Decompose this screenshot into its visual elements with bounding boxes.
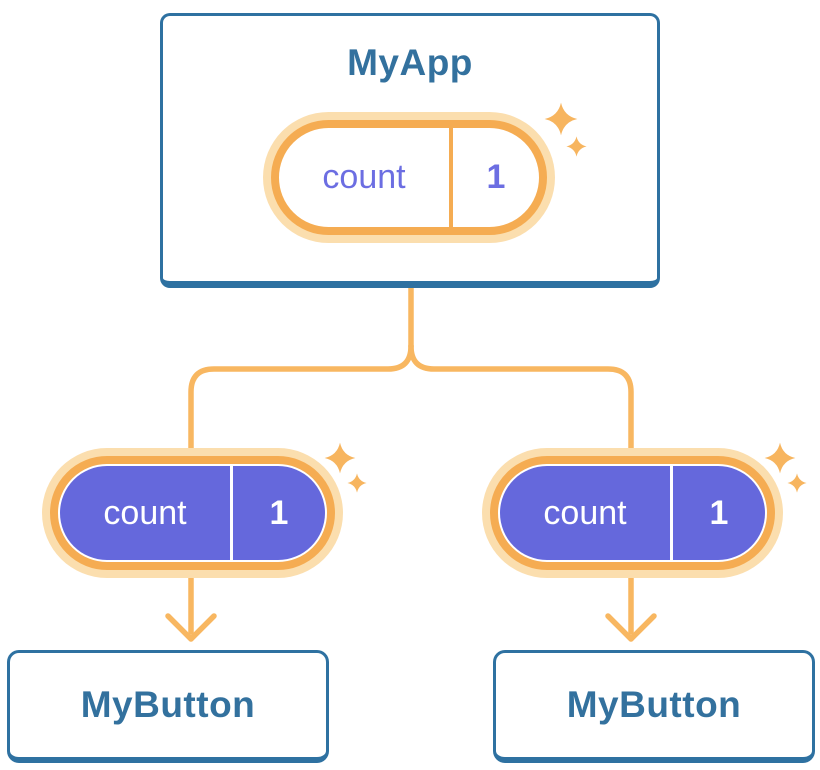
state-name: count [543,493,627,532]
sparkle-icon [544,102,578,136]
connector-branch-right [408,343,634,463]
pill-divider [449,128,453,227]
sparkle-icon [566,136,587,157]
sparkle-icon [347,473,367,493]
state-pill-child-right: count 1 [482,448,783,578]
arrow-head-left [165,613,217,642]
state-value: 1 [486,158,506,196]
sparkle-icon [324,442,356,474]
state-pill-ring: count 1 [490,456,775,570]
pill-divider [230,466,233,560]
pill-divider [670,466,673,560]
state-name: count [103,493,187,532]
state-pill-body: count 1 [500,466,765,560]
state-pill-ring: count 1 [271,120,547,235]
mybutton-title: MyButton [566,684,742,725]
state-name: count [322,158,406,196]
state-pill-body: count 1 [60,466,325,560]
state-pill-root: count 1 [263,112,555,243]
state-value: 1 [269,493,289,532]
mybutton-title: MyButton [80,684,256,725]
component-card-mybutton-right: MyButton [493,650,815,763]
arrow-head-right [605,613,657,642]
state-pill-child-left: count 1 [42,448,343,578]
state-pill-body: count 1 [279,128,539,227]
connector-branch-left [188,343,414,463]
component-card-mybutton-left: MyButton [7,650,329,763]
sparkle-icon [787,473,807,493]
myapp-title: MyApp [347,42,473,83]
sparkle-icon [764,442,796,474]
state-value: 1 [709,493,729,532]
state-pill-ring: count 1 [50,456,335,570]
